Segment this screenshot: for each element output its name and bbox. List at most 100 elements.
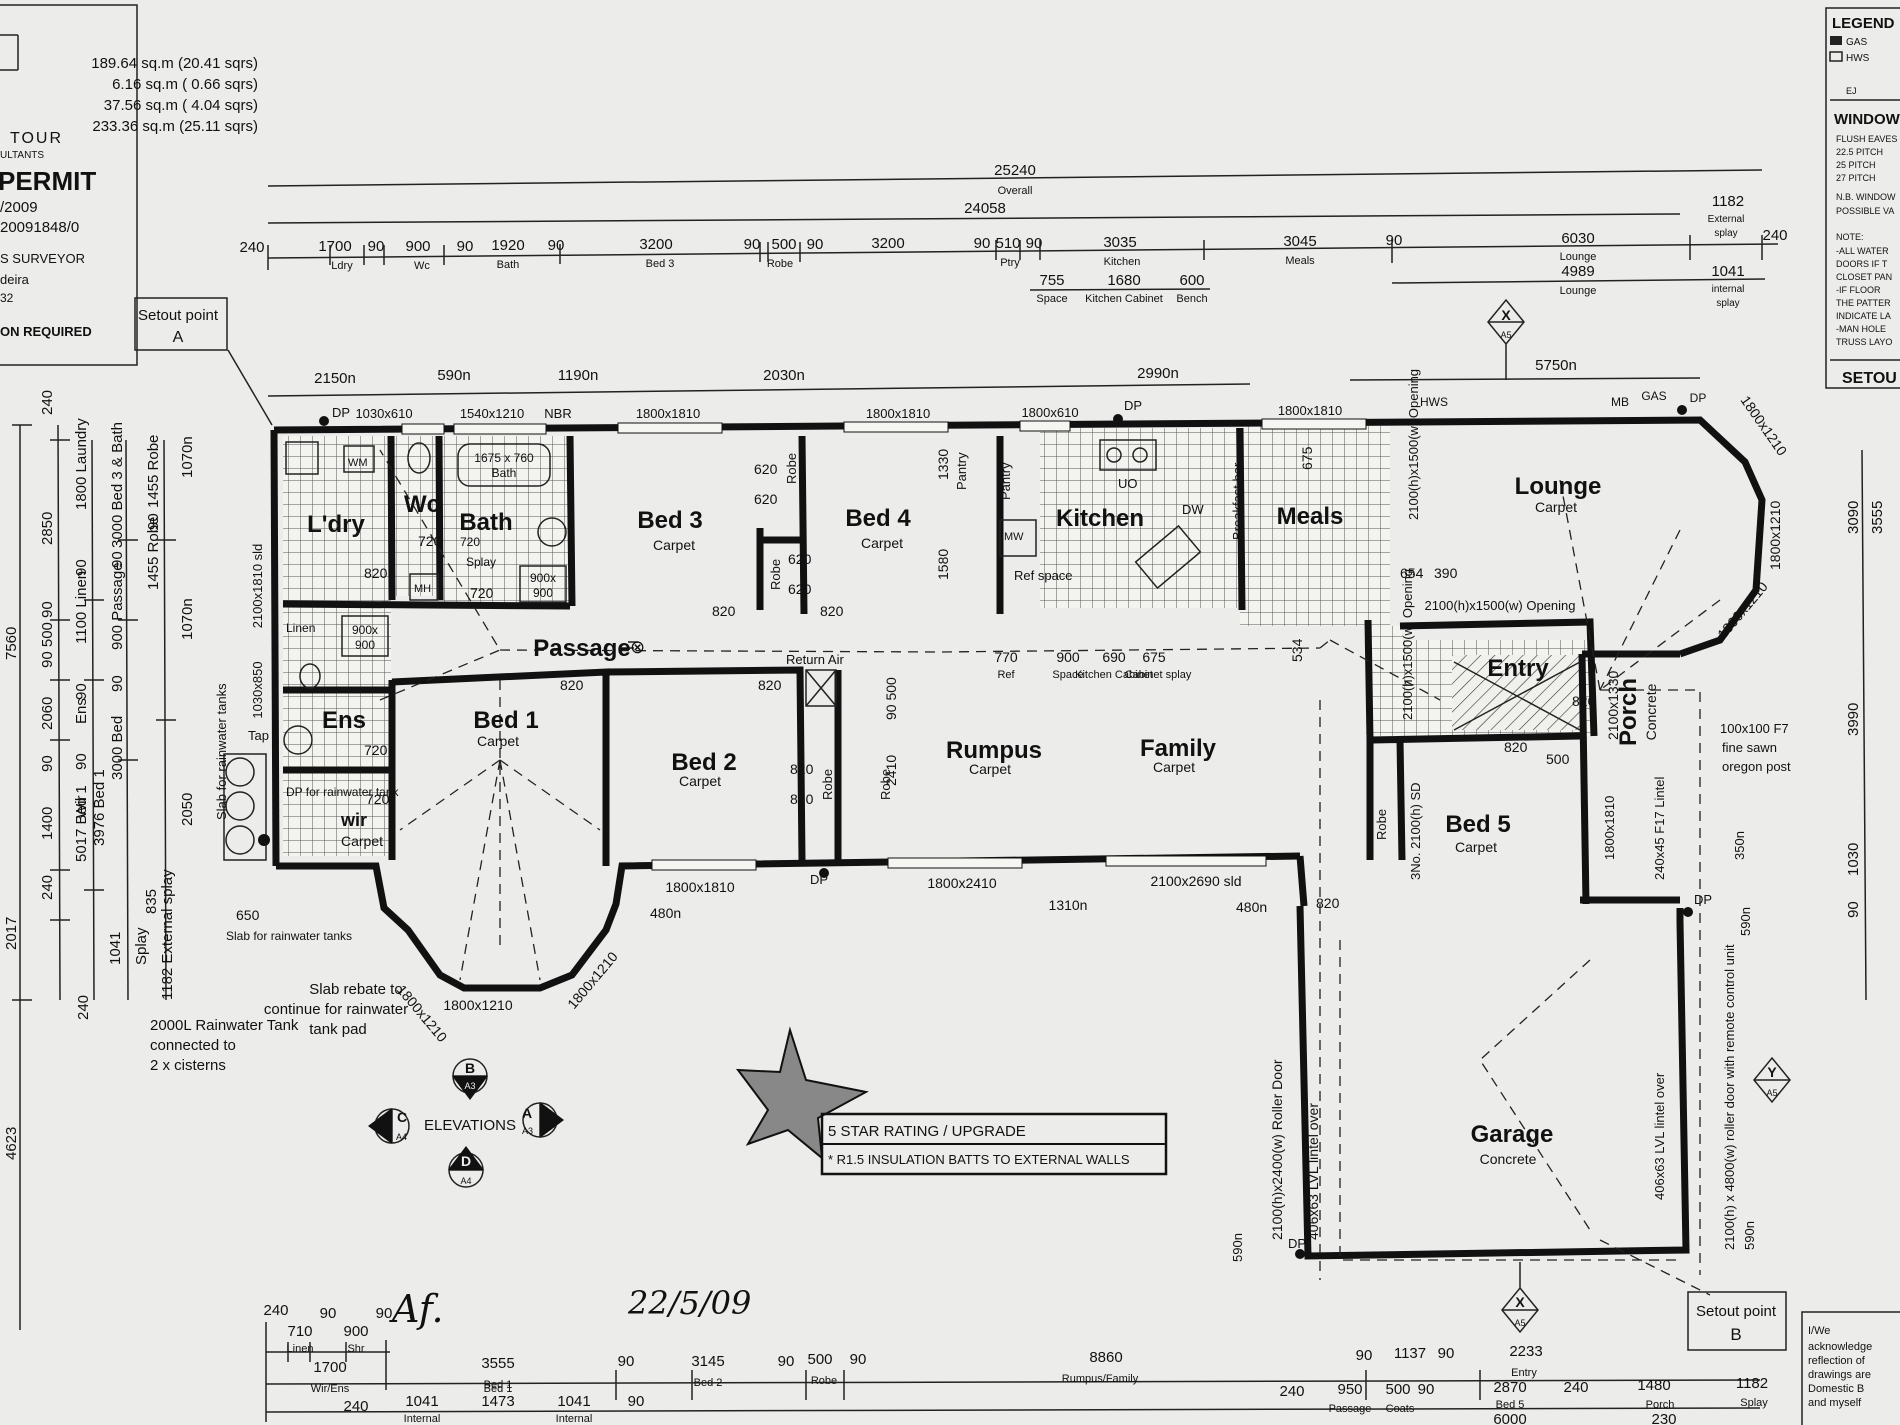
- svg-text:1580: 1580: [935, 549, 951, 580]
- svg-text:3035: 3035: [1103, 234, 1136, 251]
- hws-swatch-icon: [1829, 51, 1843, 62]
- svg-text:4623: 4623: [3, 1127, 20, 1160]
- svg-text:534: 534: [1289, 638, 1305, 662]
- rainwater-tank-icon: [225, 791, 255, 821]
- svg-text:2870: 2870: [1493, 1379, 1526, 1396]
- svg-text:1675 x 760: 1675 x 760: [474, 451, 534, 465]
- svg-text:Carpet: Carpet: [679, 773, 721, 789]
- svg-text:900: 900: [405, 238, 430, 255]
- area-line-2: 6.16 sq.m ( 0.66 sqrs): [112, 76, 258, 93]
- svg-text:Kitchen: Kitchen: [1104, 256, 1141, 268]
- svg-text:B: B: [1730, 1325, 1741, 1344]
- svg-text:720: 720: [366, 791, 390, 807]
- svg-text:240: 240: [263, 1302, 288, 1319]
- svg-text:A3: A3: [464, 1081, 475, 1091]
- svg-text:90: 90: [1026, 235, 1043, 252]
- room-kitchen: Kitchen: [1056, 505, 1144, 532]
- svg-text:820: 820: [1504, 739, 1528, 755]
- svg-text:Slab for rainwater tanks: Slab for rainwater tanks: [214, 683, 229, 820]
- svg-text:1473: 1473: [481, 1393, 514, 1410]
- svg-text:90: 90: [457, 238, 474, 255]
- svg-text:900: 900: [355, 638, 375, 652]
- svg-text:1182: 1182: [1712, 193, 1744, 210]
- svg-text:Breakfast bar: Breakfast bar: [1230, 462, 1245, 540]
- downpipe-icon: [819, 868, 829, 878]
- svg-text:820: 820: [364, 565, 388, 581]
- svg-text:1800x1810: 1800x1810: [636, 406, 700, 421]
- svg-text:Kitchen Cabinet: Kitchen Cabinet: [1075, 669, 1153, 681]
- section-marker-bottom: X A5: [1501, 1262, 1539, 1334]
- svg-text:820: 820: [820, 603, 844, 619]
- ref-space-icon: [999, 519, 1037, 557]
- svg-text:240: 240: [1762, 227, 1787, 244]
- laundry-trough-icon: [285, 441, 319, 475]
- svg-text:DP: DP: [1694, 892, 1712, 907]
- svg-text:WM: WM: [348, 457, 368, 469]
- svg-text:HWS: HWS: [1846, 53, 1870, 64]
- svg-text:3090: 3090: [1845, 501, 1862, 534]
- room-wc: Wc: [404, 491, 440, 518]
- svg-text:240: 240: [39, 390, 56, 415]
- svg-text:Wir/Ens: Wir/Ens: [311, 1383, 350, 1395]
- svg-text:240: 240: [39, 875, 56, 900]
- svg-text:2100x1330: 2100x1330: [1605, 670, 1621, 740]
- notice: ON REQUIRED: [0, 324, 92, 339]
- right-dimensions: 3090 3555 3990 1030 90: [1845, 449, 1886, 1001]
- svg-text:25 PITCH: 25 PITCH: [1836, 160, 1876, 170]
- svg-text:-ALL WATER: -ALL WATER: [1836, 246, 1889, 256]
- svg-text:oregon post: oregon post: [1722, 759, 1791, 774]
- svg-text:Ref: Ref: [997, 669, 1015, 681]
- svg-text:1330: 1330: [935, 449, 951, 480]
- svg-text:1700: 1700: [318, 238, 351, 255]
- svg-text:350n: 350n: [1732, 831, 1747, 860]
- setout-label: SETOU: [1842, 370, 1897, 387]
- svg-text:2050: 2050: [179, 793, 196, 826]
- svg-text:90: 90: [628, 1393, 645, 1410]
- svg-text:90: 90: [618, 1353, 635, 1370]
- room-rumpus: Rumpus: [946, 737, 1042, 764]
- svg-text:510: 510: [995, 235, 1020, 252]
- svg-text:2100(h)x1500(w) Opening: 2100(h)x1500(w) Opening: [1424, 598, 1575, 613]
- svg-text:Lounge: Lounge: [1560, 251, 1597, 263]
- svg-text:500: 500: [1385, 1381, 1410, 1398]
- svg-text:Pantry: Pantry: [998, 462, 1013, 500]
- svg-text:7560: 7560: [3, 627, 20, 660]
- elevation-b-marker: B A3: [452, 1058, 488, 1100]
- toilet-icon: [407, 442, 431, 474]
- svg-text:Slab for rainwater tanks: Slab for rainwater tanks: [226, 929, 352, 943]
- svg-text:splay: splay: [1714, 228, 1737, 239]
- svg-text:654: 654: [1400, 565, 1424, 581]
- star-rating-line: 5 STAR RATING / UPGRADE: [828, 1123, 1026, 1140]
- elevation-c-marker: C A4: [368, 1108, 410, 1144]
- svg-text:splay: splay: [1716, 298, 1739, 309]
- svg-text:1041: 1041: [107, 932, 124, 965]
- svg-text:690: 690: [1102, 649, 1126, 665]
- svg-text:5750n: 5750n: [1535, 357, 1577, 374]
- svg-text:NBR: NBR: [544, 406, 571, 421]
- svg-text:1540x1210: 1540x1210: [460, 406, 524, 421]
- downpipe-icon: [1683, 907, 1693, 917]
- svg-text:720: 720: [364, 742, 388, 758]
- north-windows: [319, 405, 1693, 1259]
- svg-text:390: 390: [1434, 565, 1458, 581]
- svg-text:Pantry: Pantry: [954, 452, 969, 490]
- svg-text:590n: 590n: [1742, 1221, 1757, 1250]
- svg-text:90: 90: [1845, 901, 1862, 918]
- svg-text:620: 620: [788, 581, 812, 597]
- svg-text:A4: A4: [460, 1176, 471, 1186]
- title-block: 189.64 sq.m (20.41 sqrs) 6.16 sq.m ( 0.6…: [0, 4, 258, 366]
- svg-text:MB: MB: [1611, 395, 1629, 409]
- gas-swatch-icon: [1830, 36, 1842, 45]
- setout-point-a: Setout point A: [134, 297, 273, 426]
- svg-text:Internal: Internal: [556, 1413, 593, 1425]
- svg-text:2850: 2850: [39, 512, 56, 545]
- svg-text:1800 Laundry: 1800 Laundry: [73, 418, 90, 510]
- svg-text:6030: 6030: [1561, 230, 1594, 247]
- svg-text:1800x610: 1800x610: [1021, 405, 1078, 420]
- svg-text:A5: A5: [1514, 1318, 1525, 1328]
- svg-text:1800x1810: 1800x1810: [866, 406, 930, 421]
- svg-text:Robe: Robe: [820, 769, 835, 800]
- bathtub-icon: [457, 443, 551, 487]
- svg-text:Carpet: Carpet: [477, 733, 519, 749]
- svg-text:N.B. WINDOW: N.B. WINDOW: [1836, 192, 1896, 202]
